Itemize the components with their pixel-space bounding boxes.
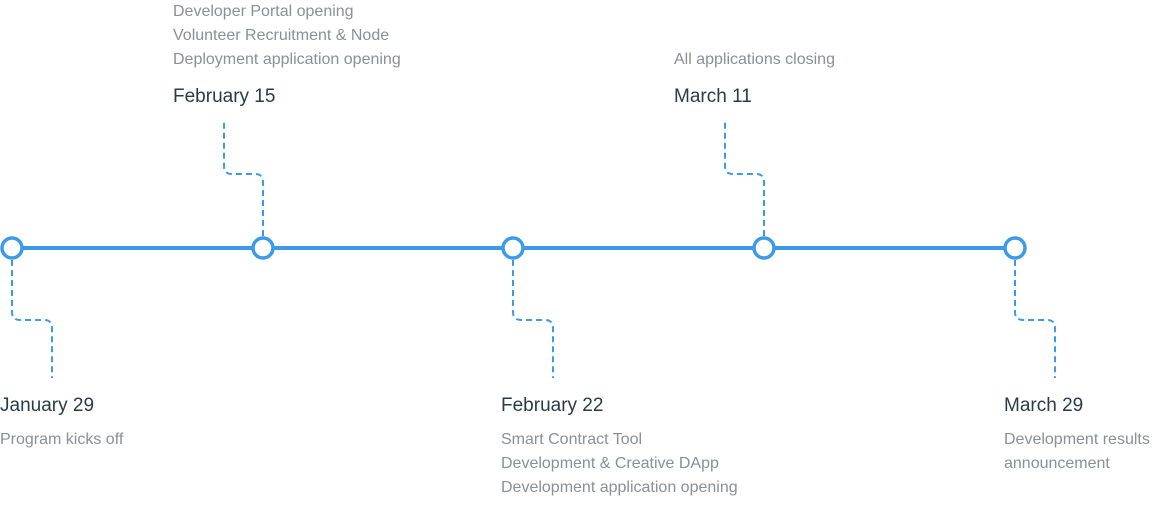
milestone-desc-mar-11: All applications closing [674,48,835,72]
timeline-node-feb-15 [251,236,275,260]
connector-jan-29 [11,260,53,378]
milestone-desc-line: Program kicks off [0,431,124,448]
milestone-desc-line: announcement [1004,455,1110,472]
connector-mar-11 [724,120,765,236]
milestone-desc-line: Development & Creative DApp [501,455,719,472]
milestone-desc-feb-15: Developer Portal opening Volunteer Recru… [173,0,401,72]
milestone-desc-line: Deployment application opening [173,51,401,68]
milestone-desc-line: Development application opening [501,479,738,496]
milestone-desc-line: Development results [1004,431,1150,448]
milestone-date-feb-15: February 15 [173,86,276,107]
milestone-date-mar-29: March 29 [1004,395,1084,416]
connector-feb-15 [223,120,264,236]
milestone-date-jan-29: January 29 [0,395,95,416]
milestone-desc-feb-22: Smart Contract Tool Development & Creati… [501,428,738,500]
timeline-node-feb-22 [501,236,525,260]
milestone-desc-line: Smart Contract Tool [501,431,643,448]
timeline-node-mar-29 [1003,236,1027,260]
milestone-desc-line: Developer Portal opening [173,3,354,20]
milestone-desc-jan-29: Program kicks off [0,428,123,452]
timeline-node-jan-29 [0,236,24,260]
milestone-date-mar-11: March 11 [674,86,752,107]
milestone-desc-mar-29: Development results announcement [1004,428,1150,476]
connector-feb-22 [512,260,554,378]
milestone-desc-line: Volunteer Recruitment & Node [173,27,390,44]
milestone-date-feb-22: February 22 [501,395,604,416]
connector-mar-29 [1014,260,1056,378]
milestone-desc-line: All applications closing [674,51,835,68]
timeline-node-mar-11 [752,236,776,260]
